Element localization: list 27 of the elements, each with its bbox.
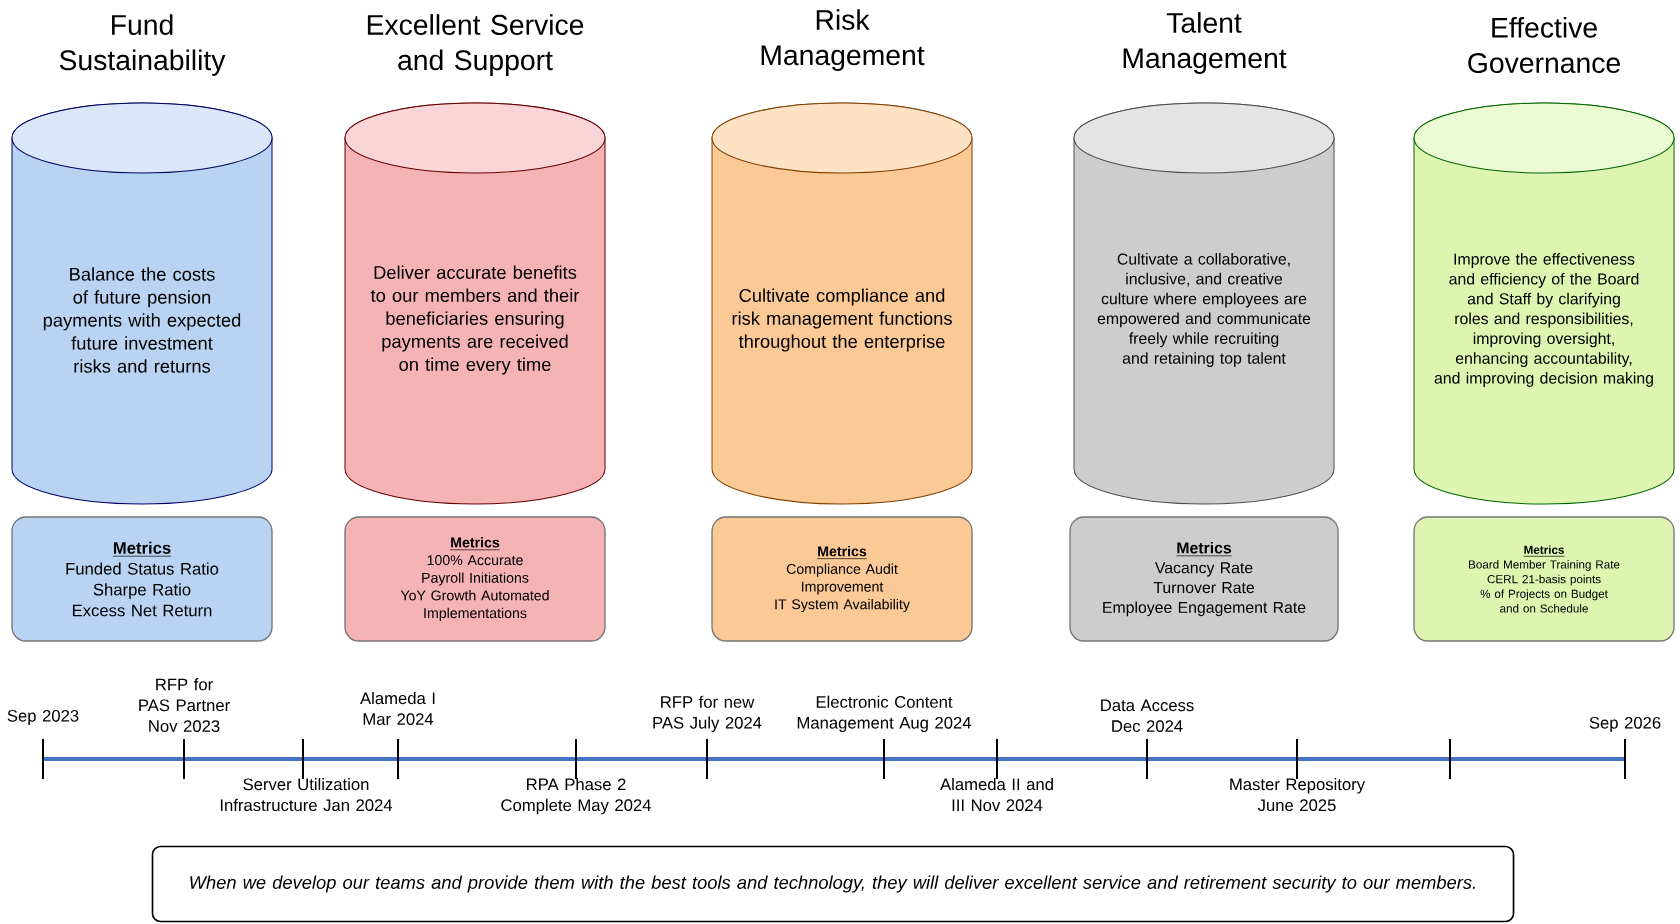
timeline-label: Electronic Content Management Aug 2024	[797, 695, 972, 732]
cylinder: Cultivate compliance and risk management functions throughout the enterprise	[711, 102, 973, 505]
cylinder: Cultivate a collaborative, inclusive, and creative culture where employees are empowered and communicate freely while recruiting and retaining top talent	[1073, 102, 1335, 505]
timeline-label: RFP for PAS Partner Nov 2023	[139, 678, 230, 732]
metrics-box: Metrics 100% Accurate Payroll Initiations YoY Growth Automated Implementations	[344, 516, 606, 642]
column-heading: Fund Sustainability	[59, 14, 226, 76]
cylinder: Improve the effectiveness and efficiency of the Board and Staff by clarifying roles and responsibilities, improving oversight, enhancing accountability, and improving decision making	[1413, 102, 1675, 505]
column-heading: Effective Governance	[1468, 16, 1620, 74]
column-heading: Talent Management	[1123, 12, 1287, 74]
timeline-label: RPA Phase 2 Complete May 2024	[501, 778, 651, 815]
timeline-label: Data Access Dec 2024	[1101, 699, 1194, 732]
column-heading: Excellent Service and Support	[367, 14, 584, 76]
timeline-label: Sep 2023	[7, 709, 79, 725]
quote-box: When we develop our teams and provide them with the best tools and technology, they will deliver excellent service and retirement security to our members.	[151, 845, 1515, 923]
timeline-label: RFP for new PAS July 2024	[653, 695, 762, 732]
timeline-label: Alameda I Mar 2024	[360, 691, 435, 725]
timeline-label: Alameda II and III Nov 2024	[940, 778, 1053, 812]
timeline-label: Server Utilization Infrastructure Jan 2024	[220, 778, 393, 812]
column-heading: Risk Management	[761, 9, 925, 71]
metrics-box: Metrics Vacancy Rate Turnover Rate Employee Engagement Rate	[1069, 516, 1339, 642]
cylinder: Balance the costs of future pension payments with expected future investment risks and returns	[11, 102, 273, 505]
metrics-box: Metrics Board Member Training Rate CERL 21-basis points % of Projects on Budget and on Schedule	[1413, 516, 1675, 642]
timeline-label: Master Repository June 2025	[1230, 778, 1366, 812]
metrics-box: Metrics Funded Status Ratio Sharpe Ratio Excess Net Return	[11, 516, 273, 642]
cylinder: Deliver accurate benefits to our members and their beneficiaries ensuring payments are received on time every time	[344, 102, 606, 505]
timeline-label: Sep 2026	[1589, 716, 1661, 732]
metrics-box: Metrics Compliance Audit Improvement IT System Availability	[711, 516, 973, 642]
